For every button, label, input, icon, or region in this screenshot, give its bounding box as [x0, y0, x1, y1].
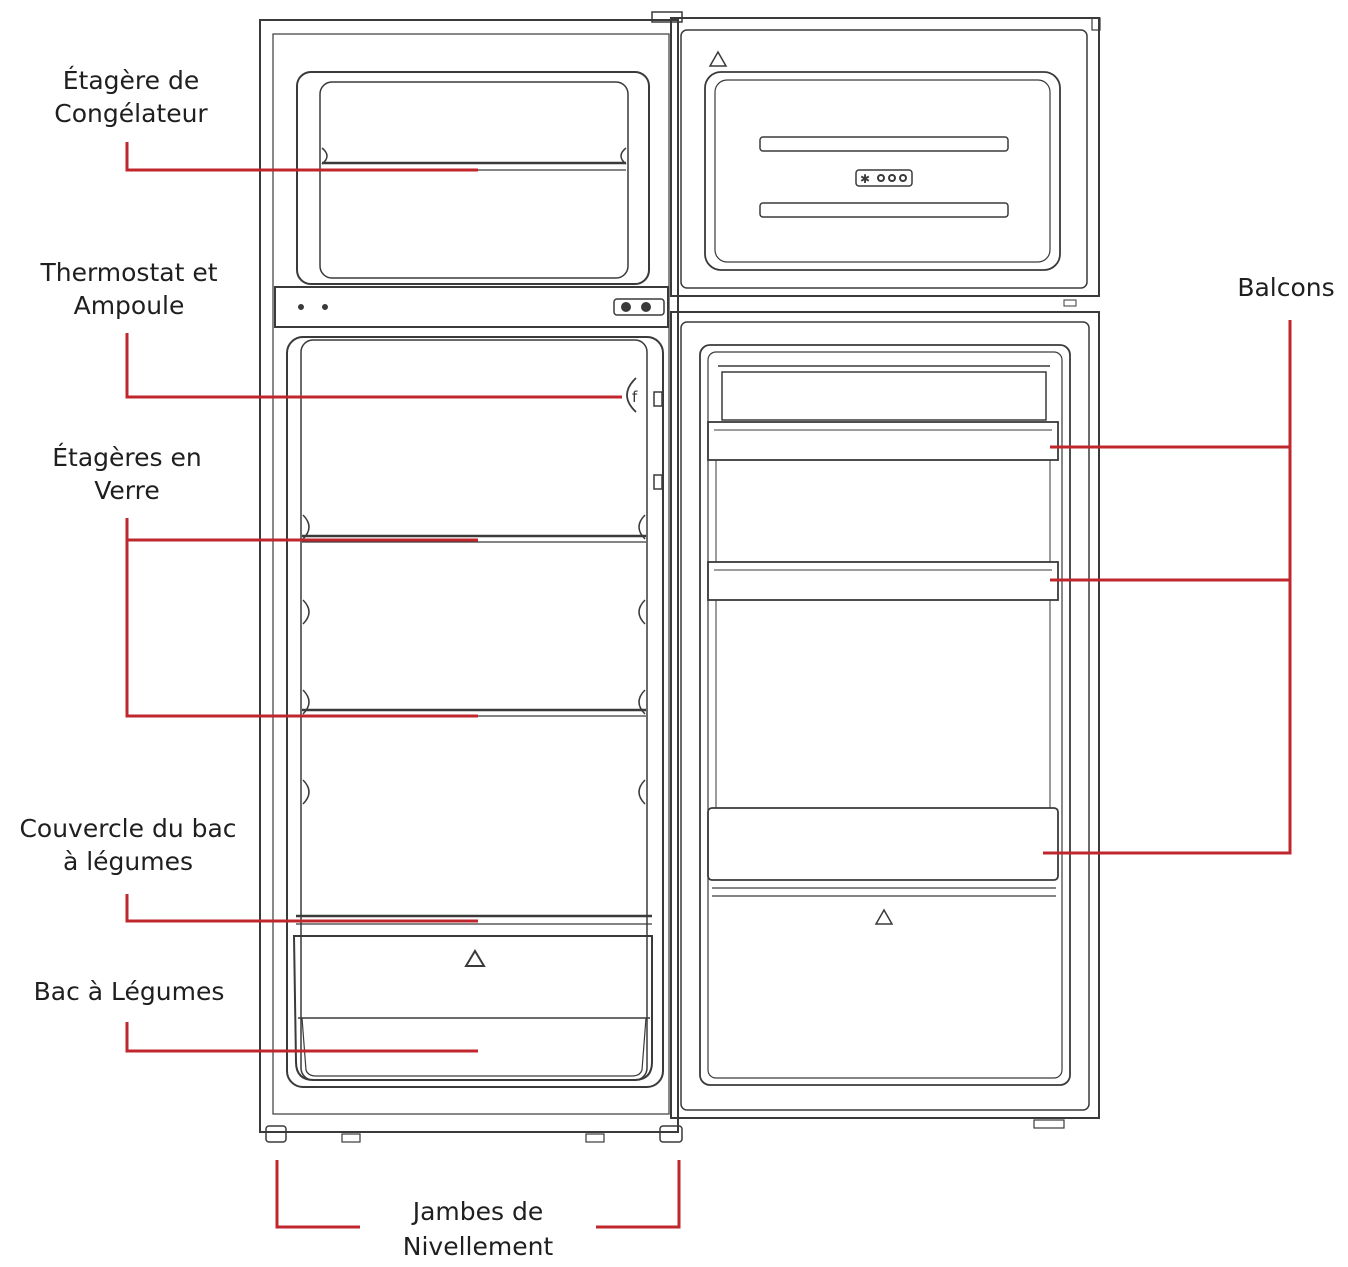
leader-freezer-shelf — [125, 142, 478, 172]
label-balconies: Balcons — [1224, 271, 1348, 304]
door-butter-compartment — [721, 371, 1047, 421]
freezer-door — [670, 17, 1100, 297]
leader-crisper-cover — [125, 894, 478, 923]
crisper-drawer — [292, 935, 653, 1081]
label-crisper-cover-line2: à légumes — [62, 847, 194, 876]
leader-balconies — [1043, 320, 1292, 855]
label-crisper-cover: Couvercle du bac à légumes — [0, 812, 256, 878]
door-balcony-top — [707, 421, 1059, 461]
label-glass-shelves: Étagères en Verre — [8, 441, 246, 507]
fridge-door — [670, 311, 1100, 1119]
svg-text:f: f — [632, 388, 638, 406]
freezer-door-label-plate — [855, 169, 913, 187]
freezer-compartment — [296, 71, 650, 285]
label-leveling-legs-line1: Jambes de — [412, 1197, 544, 1226]
label-glass-shelves-line2: Verre — [94, 476, 160, 505]
leader-leg-left — [275, 1160, 360, 1229]
label-leveling-legs-line2: Nivellement — [402, 1232, 554, 1261]
door-balcony-bottom — [707, 807, 1059, 881]
label-leveling-legs: Jambes de Nivellement — [362, 1194, 594, 1264]
leader-glass-shelves — [125, 518, 478, 718]
label-freezer-shelf: Étagère de Congélateur — [12, 64, 250, 130]
label-crisper-line1: Bac à Légumes — [33, 977, 225, 1006]
leader-thermostat — [125, 333, 622, 399]
label-balconies-line1: Balcons — [1237, 273, 1335, 302]
leveling-leg-left — [265, 1125, 287, 1143]
cabinet-outline — [259, 19, 679, 1133]
control-strip — [274, 286, 669, 328]
fridge-compartment — [286, 336, 664, 1088]
label-glass-shelves-line1: Étagères en — [52, 443, 202, 472]
label-crisper: Bac à Légumes — [10, 975, 248, 1008]
label-freezer-shelf-line1: Étagère de — [62, 66, 200, 95]
label-thermostat-line1: Thermostat et — [40, 258, 218, 287]
label-thermostat-line2: Ampoule — [73, 291, 185, 320]
thermostat-housing — [626, 377, 637, 413]
leader-crisper — [125, 1022, 478, 1053]
label-freezer-shelf-line2: Congélateur — [54, 99, 208, 128]
leader-leg-right — [596, 1160, 681, 1229]
svg-text:✱: ✱ — [860, 172, 870, 186]
leveling-leg-right — [659, 1125, 683, 1143]
door-balcony-middle — [707, 561, 1059, 601]
fridge-body: f ✱ — [259, 11, 1101, 1143]
label-thermostat: Thermostat et Ampoule — [10, 256, 248, 322]
leader-lines — [125, 142, 1292, 1229]
freezer-door-rack-lower — [759, 202, 1009, 218]
freezer-door-rack-upper — [759, 136, 1009, 152]
label-crisper-cover-line1: Couvercle du bac — [19, 814, 237, 843]
